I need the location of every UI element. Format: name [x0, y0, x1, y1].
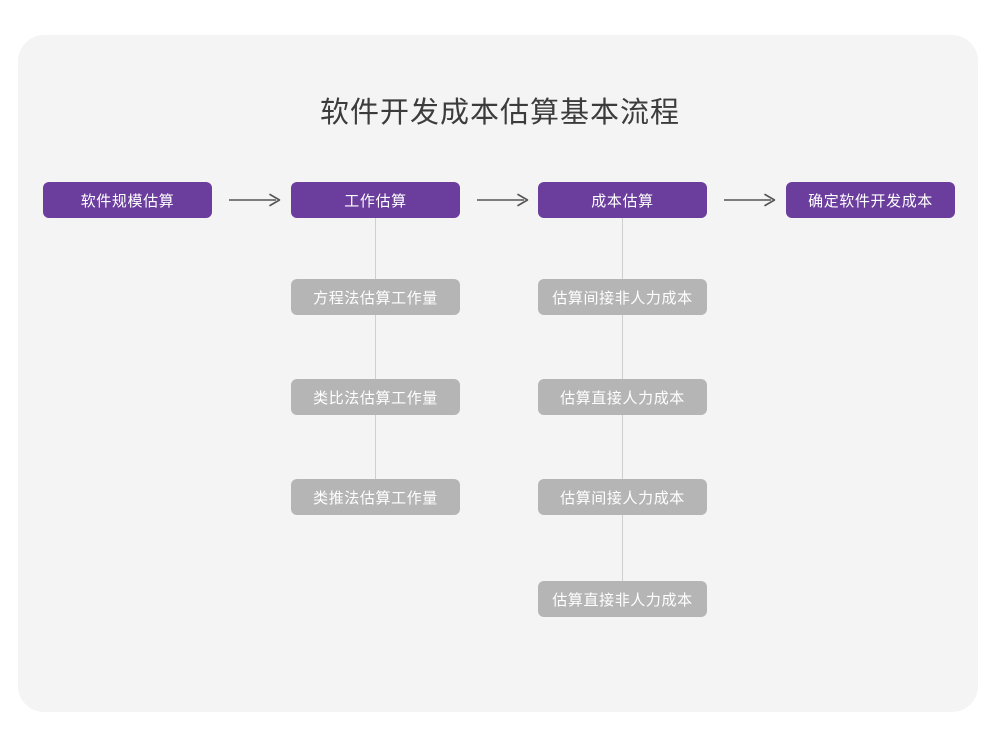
arrow-right-icon [228, 193, 284, 207]
page-title: 软件开发成本估算基本流程 [319, 97, 680, 129]
sub-box-indirect-labor-cost[interactable]: 估算间接人力成本 [538, 479, 707, 515]
connector-line-cost-estimation [622, 218, 623, 616]
sub-box-inference-method-workload[interactable]: 类推法估算工作量 [291, 479, 460, 515]
stage-box-work-estimation[interactable]: 工作估算 [291, 182, 460, 218]
sub-box-direct-labor-cost[interactable]: 估算直接人力成本 [538, 379, 707, 415]
arrow-right-icon [723, 193, 779, 207]
stage-box-cost-estimation[interactable]: 成本估算 [538, 182, 707, 218]
connector-line-work-estimation [375, 218, 376, 513]
stage-box-software-scale-estimation[interactable]: 软件规模估算 [43, 182, 212, 218]
arrow-right-icon [476, 193, 532, 207]
sub-box-equation-method-workload[interactable]: 方程法估算工作量 [291, 279, 460, 315]
sub-box-direct-non-labor-cost[interactable]: 估算直接非人力成本 [538, 581, 707, 617]
diagram-card [18, 35, 978, 712]
sub-box-indirect-non-labor-cost[interactable]: 估算间接非人力成本 [538, 279, 707, 315]
sub-box-analogy-method-workload[interactable]: 类比法估算工作量 [291, 379, 460, 415]
stage-box-determine-development-cost[interactable]: 确定软件开发成本 [786, 182, 955, 218]
